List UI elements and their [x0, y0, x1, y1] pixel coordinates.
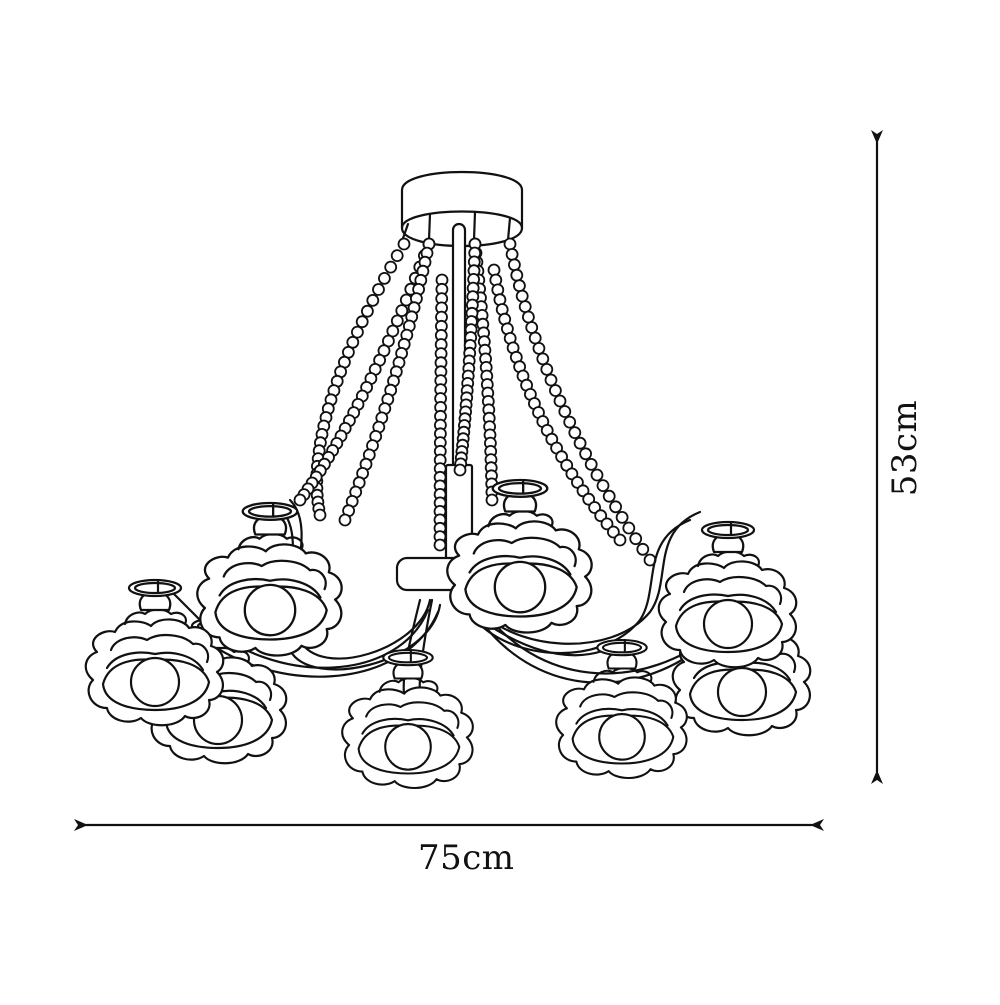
height-dimension-label: 53cm	[885, 399, 925, 497]
ceiling-canopy	[399, 171, 524, 247]
width-dimension-label: 75cm	[418, 838, 515, 878]
lamp-shade	[657, 520, 798, 669]
lamp-shade	[196, 501, 343, 657]
bead-strands	[293, 237, 657, 567]
